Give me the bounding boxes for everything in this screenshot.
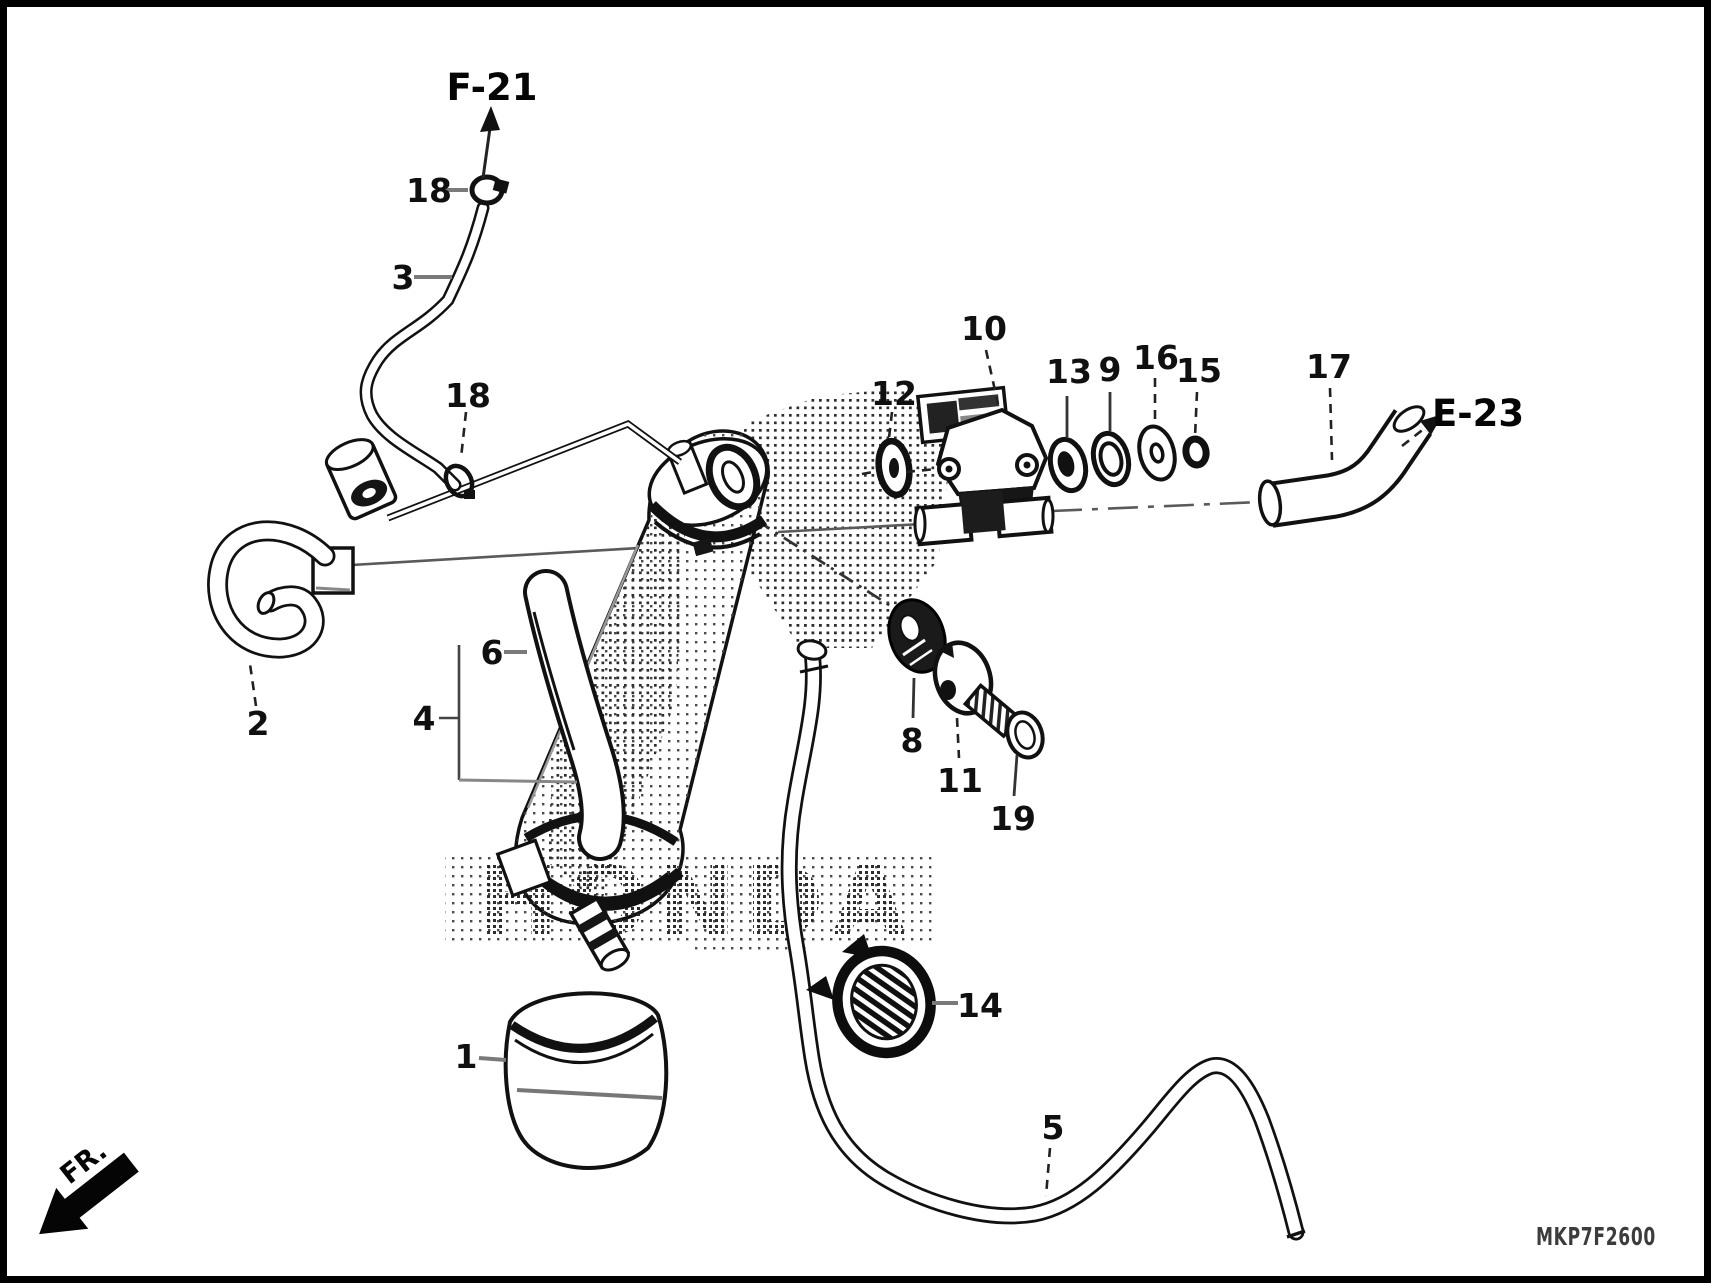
callout-6: 6 [481,633,504,672]
ref-label-f21: F-21 [447,66,538,109]
ref-label-e23: E-23 [1432,392,1524,435]
callout-11: 11 [937,761,983,800]
inlet-pipe [386,420,683,522]
oring-15 [1182,435,1210,469]
clamp-18-lower [443,463,475,499]
washer-9 [1090,430,1132,488]
hose-3 [359,201,490,492]
canister-bottom-cap [495,811,684,972]
canister-top-cap [647,436,769,557]
drain-hose-5 [780,639,1306,1241]
callout-1: 1 [455,1037,478,1076]
valve-pipe [913,490,1055,547]
ref-f21-arrow [480,106,500,179]
callout-14: 14 [957,986,1003,1025]
honda-watermark: HONDA [478,846,914,958]
callout-9: 9 [1099,350,1122,389]
callout-4: 4 [413,699,436,738]
bolt-19 [962,683,1045,760]
callout-18-lower: 18 [445,376,491,415]
callout-12: 12 [871,374,917,413]
canister-eyelet [705,443,761,511]
callout-3: 3 [392,258,415,297]
grommet-8 [887,598,947,674]
hose-2 [207,520,336,659]
callout-13: 13 [1046,352,1092,391]
washer-16 [1137,424,1177,482]
bracket-6 [523,569,626,861]
elbow-hose-17 [1257,405,1433,528]
callout-19: 19 [990,799,1036,838]
bracket-4-extent-lines [439,645,578,784]
callout-17: 17 [1306,347,1352,386]
ref-e23-arrow [1401,414,1443,448]
callout-8: 8 [901,721,924,760]
grommet-12 [861,437,913,499]
canister-bottom-spigot [568,896,631,972]
rubber-mount [324,438,398,521]
holder-cup-1 [503,991,669,1170]
callout-16: 16 [1133,338,1179,377]
seal-13 [1047,436,1089,494]
callout-2: 2 [247,704,270,743]
callout-15: 15 [1176,351,1222,390]
clip-14 [806,934,936,1059]
callout-18-top: 18 [406,171,452,210]
canister-top-spigot [665,439,709,495]
callout-leaders [248,188,1334,1197]
drawing-code: MKP7F2600 [1536,1222,1656,1251]
callout-10: 10 [961,309,1007,348]
clamp-18-top [469,174,510,206]
fr-direction-arrow: FR. [39,1135,139,1235]
assembly-leader-lines [351,500,1261,612]
canister-bottom-tab [495,838,553,898]
callout-5: 5 [1042,1108,1065,1147]
purge-valve-10 [905,385,1055,547]
